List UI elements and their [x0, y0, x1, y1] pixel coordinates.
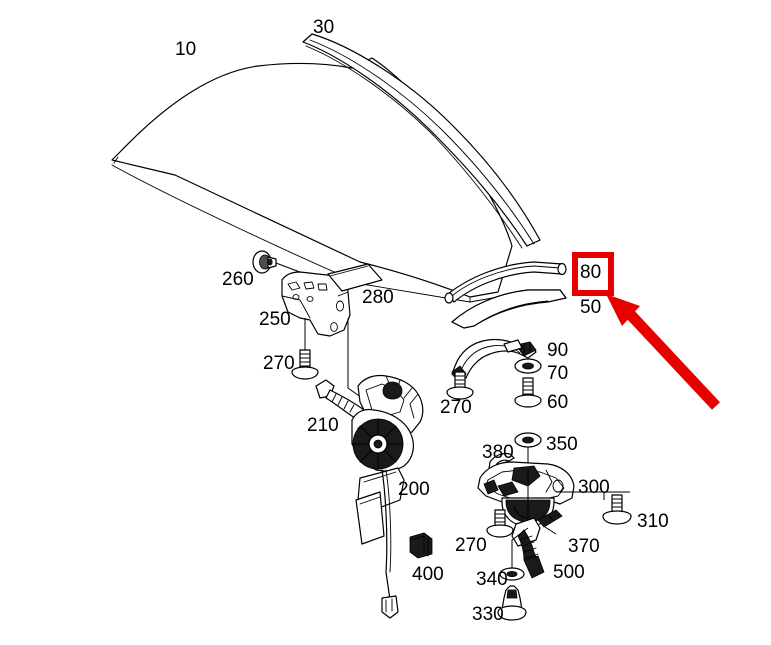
part-500-spring-bolt [511, 470, 545, 579]
part-label-260: 260 [222, 269, 254, 290]
part-label-370: 370 [568, 536, 600, 557]
part-label-280: 280 [362, 287, 394, 308]
part-label-330: 330 [472, 604, 504, 625]
part-label-70: 70 [547, 363, 569, 384]
part-label-380: 380 [482, 442, 514, 463]
part-10-panel [111, 57, 513, 303]
part-270-screw-left [291, 349, 319, 380]
part-60-screw [514, 377, 542, 408]
part-260-washer [252, 250, 306, 275]
part-250-bracket [281, 271, 363, 399]
part-label-340: 340 [476, 569, 508, 590]
part-label-80: 80 [580, 262, 602, 283]
part-label-90: 90 [547, 340, 569, 361]
gear-wheel [352, 418, 404, 470]
highlight-box-part-80 [572, 252, 614, 296]
part-label-30: 30 [313, 17, 335, 38]
part-label-270-mid: 270 [440, 397, 472, 418]
part-50-seal [451, 289, 567, 329]
part-label-310: 310 [637, 511, 669, 532]
red-annotation-arrow [606, 294, 721, 410]
part-70-grommet [514, 358, 542, 374]
part-label-210: 210 [307, 415, 339, 436]
part-label-50: 50 [580, 297, 602, 318]
part-label-60: 60 [547, 392, 569, 413]
part-400-connector [409, 532, 433, 559]
part-label-500: 500 [553, 562, 585, 583]
part-label-10: 10 [175, 39, 197, 60]
part-200-drive-assembly [351, 374, 424, 619]
part-270-screw-right [486, 509, 514, 538]
part-340-washer [499, 527, 529, 581]
part-90-bracket-arm [451, 338, 537, 383]
part-280-pad [327, 263, 383, 292]
part-label-400: 400 [412, 564, 444, 585]
part-30-trim-strip [302, 33, 541, 249]
part-80-hose [444, 261, 567, 304]
part-270-screw-mid [446, 371, 474, 400]
part-310-screw [602, 494, 632, 525]
part-label-300: 300 [578, 477, 610, 498]
part-330-rubber-stop [497, 585, 527, 621]
part-label-350: 350 [546, 434, 578, 455]
part-label-270-left: 270 [263, 353, 295, 374]
part-label-270-right: 270 [455, 535, 487, 556]
part-210-bolt [315, 379, 365, 421]
part-label-250: 250 [259, 309, 291, 330]
part-370-pin [537, 509, 563, 535]
part-label-200: 200 [398, 479, 430, 500]
